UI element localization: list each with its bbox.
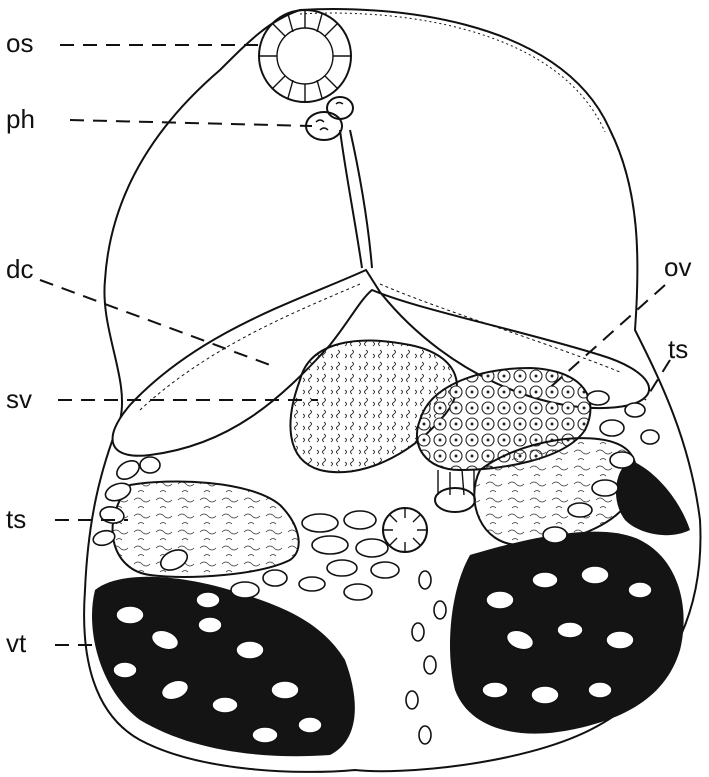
label-dc: dc	[6, 254, 33, 284]
ventral-sucker	[383, 508, 427, 552]
testis-left	[113, 482, 299, 577]
label-sv: sv	[6, 384, 32, 414]
pharynx	[306, 97, 353, 140]
esophagus	[340, 130, 372, 268]
oral-sucker	[259, 10, 351, 102]
leader-dc	[40, 280, 270, 365]
label-ph: ph	[6, 104, 35, 134]
label-ts-left: ts	[6, 504, 26, 534]
label-vt: vt	[6, 628, 27, 658]
label-os: os	[6, 28, 33, 58]
leader-ph	[70, 120, 312, 126]
label-ts-right: ts	[668, 334, 688, 364]
label-ov: ov	[664, 252, 691, 282]
ootype	[435, 488, 475, 512]
